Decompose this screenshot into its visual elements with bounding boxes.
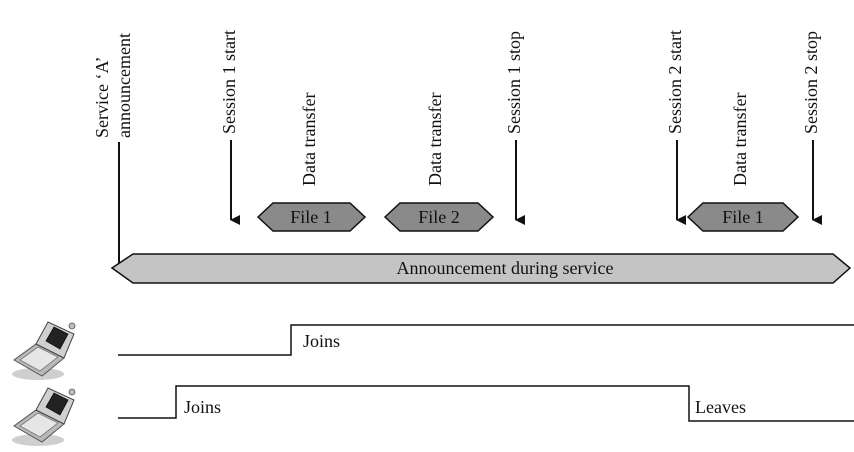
announcement-bar-label: Announcement during service — [397, 258, 614, 278]
device-2-joins-label: Joins — [184, 397, 221, 417]
session1-start-label: Session 1 start — [219, 30, 239, 134]
data-transfer-3: Data transfer File 1 — [686, 93, 800, 232]
file-label: File 1 — [290, 207, 332, 227]
session1-start-event: Session 1 start — [219, 30, 240, 225]
data-transfer-caption: Data transfer — [299, 93, 319, 186]
device-2-leaves-label: Leaves — [695, 397, 746, 417]
file-label: File 2 — [418, 207, 460, 227]
mobile-phone-icon — [12, 321, 76, 380]
device-row-1: Joins — [12, 321, 854, 380]
data-transfer-caption: Data transfer — [730, 93, 750, 186]
file-label: File 1 — [722, 207, 764, 227]
device-row-2: Joins Leaves — [12, 385, 854, 446]
announcement-bar: Announcement during service — [110, 253, 852, 284]
file-hexagon — [686, 202, 800, 232]
session2-start-event: Session 2 start — [665, 30, 686, 225]
data-transfer-1: Data transfer File 1 — [256, 93, 367, 232]
device-2-timeline — [118, 385, 854, 422]
announcement-bar-shape — [110, 253, 852, 284]
session2-stop-event: Session 2 stop — [801, 31, 822, 225]
service-announcement-label-line2: announcement — [114, 33, 134, 138]
session2-stop-label: Session 2 stop — [801, 31, 821, 134]
session1-stop-label: Session 1 stop — [504, 31, 524, 134]
data-transfer-2: Data transfer File 2 — [383, 93, 495, 232]
file-hexagon — [383, 202, 495, 232]
device-1-timeline — [118, 324, 854, 356]
data-transfer-caption: Data transfer — [425, 93, 445, 186]
session1-stop-event: Session 1 stop — [504, 31, 525, 225]
service-announcement-event: Service ‘A’ announcement — [92, 33, 134, 270]
session2-start-label: Session 2 start — [665, 30, 685, 134]
mobile-phone-icon — [12, 387, 76, 446]
service-announcement-label-line1: Service ‘A’ — [92, 57, 112, 138]
file-hexagon — [256, 202, 367, 232]
device-1-joins-label: Joins — [303, 331, 340, 351]
